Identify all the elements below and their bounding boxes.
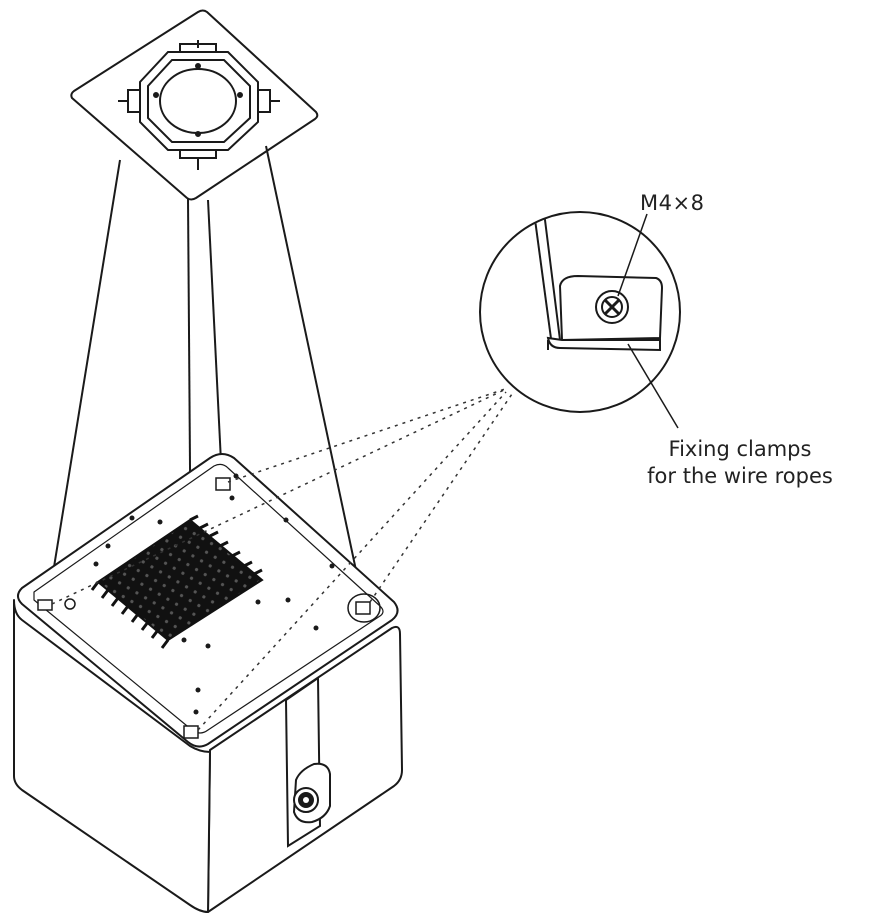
wire-rope-back <box>207 199 223 483</box>
screw-spec-label: M4×8 <box>640 191 705 215</box>
base-wire-clamps <box>37 477 371 739</box>
label-leaders <box>617 213 679 429</box>
base-box <box>13 453 403 913</box>
clamp-right <box>355 601 371 615</box>
clamp-label: Fixing clamps for the wire ropes <box>630 436 850 490</box>
callout-leader-lines <box>51 387 513 731</box>
screw-head-icon <box>595 290 629 324</box>
ceiling-mount-ring <box>118 40 280 170</box>
wire-rope-left <box>47 159 121 605</box>
clamp-front <box>183 725 199 739</box>
wire-rope-right <box>265 145 365 609</box>
front-connector-panel <box>284 676 331 848</box>
clamp-highlight-circle <box>347 593 381 623</box>
vent-mesh <box>90 514 264 649</box>
top-face-screw-holes <box>93 473 335 715</box>
clamp-back <box>215 477 231 491</box>
left-hole-ring <box>64 598 76 610</box>
clamp-label-line-1: Fixing clamps <box>668 437 812 461</box>
clamp-left <box>37 599 53 611</box>
clamp-label-line-2: for the wire ropes <box>647 464 833 488</box>
